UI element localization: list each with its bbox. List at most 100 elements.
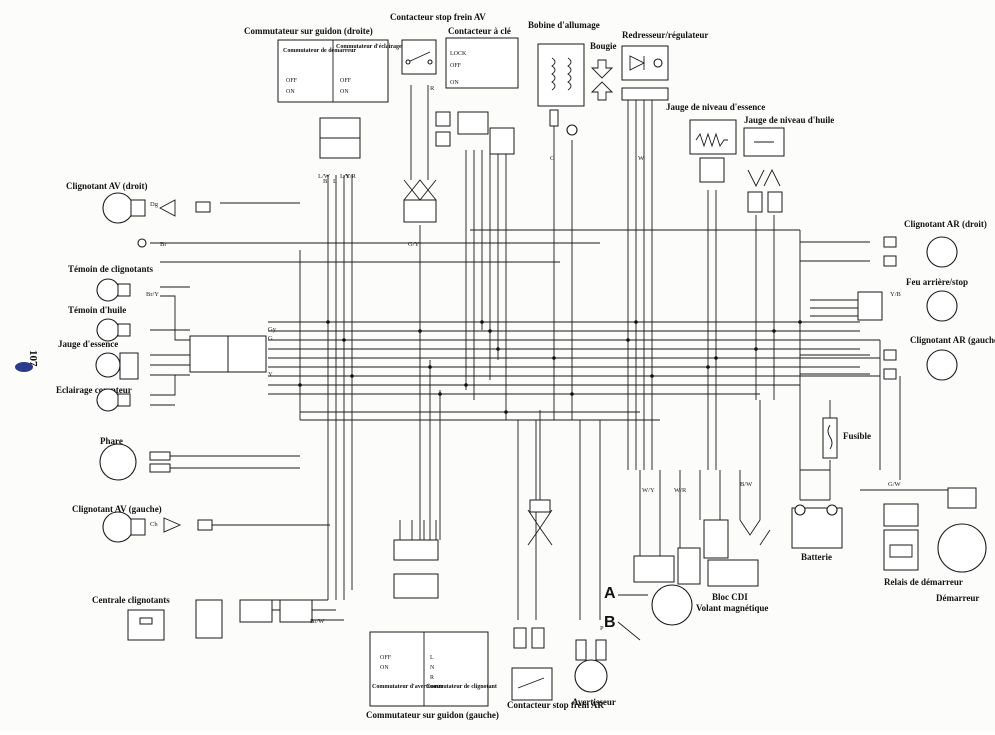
handlebar-switch-left-label: Commutateur sur guidon (gauche) xyxy=(366,710,499,720)
headlight-label: Phare xyxy=(100,436,123,446)
starter-relay: Relais de démarreur xyxy=(883,503,963,587)
svg-text:O: O xyxy=(550,155,555,162)
svg-text:L/Y: L/Y xyxy=(340,173,351,180)
cdi-unit: Bloc CDI xyxy=(703,519,771,602)
svg-text:Br/W: Br/W xyxy=(310,618,325,625)
horn-off: OFF xyxy=(380,655,392,661)
ignition-on: ON xyxy=(450,80,459,86)
marker-b-label: B xyxy=(604,614,616,631)
marker-a-label: A xyxy=(604,585,616,602)
fuel-gauge: Jauge d'essence xyxy=(58,339,139,380)
svg-text:B: B xyxy=(323,178,328,185)
turn-front-left: Clignotant AV (gauche) xyxy=(72,504,213,543)
left-connector-block xyxy=(189,335,267,373)
turn-rear-right: Clignotant AR (droit) xyxy=(883,219,987,268)
lighting-on: ON xyxy=(340,89,349,95)
fuel-gauge-sender: Jauge de niveau d'essence xyxy=(666,102,765,183)
marker-b: B xyxy=(604,614,641,641)
oil-indicator-lamp: Témoin d'huile xyxy=(68,305,131,342)
turn-front-left-label: Clignotant AV (gauche) xyxy=(72,504,162,514)
ignition-switch: Contacteur à clé LOCK OFF ON xyxy=(435,26,519,155)
ignition-switch-label: Contacteur à clé xyxy=(448,26,511,36)
svg-text:G/W: G/W xyxy=(888,481,902,488)
svg-text:L/W: L/W xyxy=(318,173,331,180)
svg-text:Y: Y xyxy=(268,371,273,378)
lighting-switch-label: Commutateur d'éclairage xyxy=(336,44,402,50)
starter-relay-label: Relais de démarreur xyxy=(884,577,963,587)
flasher-relay-label: Centrale clignotants xyxy=(92,595,170,605)
svg-text:L: L xyxy=(333,178,337,185)
spark-plug-label: Bougie xyxy=(590,41,617,51)
svg-text:Gy: Gy xyxy=(268,326,277,333)
horn: Avertisseur xyxy=(572,639,616,707)
turn-front-right-label: Clignotant AV (droit) xyxy=(66,181,148,191)
svg-text:Y/B: Y/B xyxy=(890,291,902,298)
svg-text:Ch: Ch xyxy=(150,521,158,528)
turn-indicator-lamp: Témoin de clignotants xyxy=(68,264,154,302)
turn-l: L xyxy=(430,655,434,661)
wire-harness xyxy=(150,85,960,621)
cdi-label: Bloc CDI xyxy=(712,592,748,602)
tail-stop-label: Feu arrière/stop xyxy=(906,277,968,287)
turn-rear-right-label: Clignotant AR (droit) xyxy=(904,219,987,229)
battery-label: Batterie xyxy=(801,552,832,562)
starter-off: OFF xyxy=(286,78,298,84)
handlebar-switch-right: Commutateur sur guidon (droite) Commutat… xyxy=(244,26,402,159)
magneto-label: Volant magnétique xyxy=(696,603,768,613)
turn-r: R xyxy=(430,675,434,681)
ignition-coil: Bobine d'allumage xyxy=(528,20,600,136)
handlebar-switch-left: OFF ON L N R Commutateur d'avertisseur C… xyxy=(366,539,499,720)
ignition-coil-label: Bobine d'allumage xyxy=(528,20,600,30)
oil-gauge-sender: Jauge de niveau d'huile xyxy=(743,115,834,213)
starter-on: ON xyxy=(286,89,295,95)
wire-color-codes: B L L/W Y/R R Br G Gy Dg Ch Y P O W Br/Y… xyxy=(146,85,902,632)
oil-gauge-sender-label: Jauge de niveau d'huile xyxy=(744,115,834,125)
marker-a: A xyxy=(604,585,648,602)
magneto: Volant magnétique xyxy=(633,547,768,626)
rectifier-label: Redresseur/régulateur xyxy=(622,30,708,40)
lighting-off: OFF xyxy=(340,78,352,84)
fuel-gauge-label: Jauge d'essence xyxy=(58,339,118,349)
turn-indicator-label: Témoin de clignotants xyxy=(68,264,154,274)
meter-light: Eclairage compteur xyxy=(56,385,132,412)
ignition-off: OFF xyxy=(450,63,462,69)
front-brake-switch-label: Contacteur stop frein AV xyxy=(390,12,486,22)
turn-switch-label: Commutateur de clignotant xyxy=(426,684,497,690)
horn-switch-label: Commutateur d'avertisseur xyxy=(372,684,443,690)
starter-motor: Démarreur xyxy=(936,487,987,603)
svg-text:G/Y: G/Y xyxy=(408,241,420,248)
ignition-lock: LOCK xyxy=(450,51,467,57)
svg-text:R: R xyxy=(430,85,435,92)
turn-rear-left-label: Clignotant AR (gauche) xyxy=(910,335,995,345)
rectifier-regulator: Redresseur/régulateur xyxy=(621,30,708,101)
meter-light-label: Eclairage compteur xyxy=(56,385,132,395)
svg-text:Dg: Dg xyxy=(150,201,159,208)
turn-rear-left: Clignotant AR (gauche) xyxy=(883,335,995,381)
horn-label: Avertisseur xyxy=(572,697,616,707)
oil-indicator-label: Témoin d'huile xyxy=(68,305,126,315)
tail-stop-lamp: Feu arrière/stop xyxy=(857,277,968,322)
spark-plug: Bougie xyxy=(590,41,617,101)
fuel-gauge-sender-label: Jauge de niveau d'essence xyxy=(666,102,765,112)
svg-text:W: W xyxy=(638,155,645,162)
junction-dots xyxy=(298,320,802,414)
page-tab: 107 xyxy=(15,350,39,372)
headlight: Phare xyxy=(99,436,171,481)
svg-text:W/Y: W/Y xyxy=(642,487,655,494)
svg-text:Br: Br xyxy=(160,241,167,248)
starter-motor-label: Démarreur xyxy=(936,593,979,603)
battery: Batterie xyxy=(791,504,843,562)
rear-brake-switch: Contacteur stop frein AR xyxy=(507,627,604,710)
svg-text:Y/R: Y/R xyxy=(345,173,357,180)
svg-text:P: P xyxy=(600,625,604,632)
fuse-label: Fusible xyxy=(843,431,871,441)
rear-brake-connector xyxy=(527,499,553,546)
horn-on: ON xyxy=(380,665,389,671)
front-brake-switch: Contacteur stop frein AV xyxy=(390,12,486,223)
svg-text:B/W: B/W xyxy=(740,481,753,488)
svg-text:Br/Y: Br/Y xyxy=(146,291,159,298)
flasher-relay: Centrale clignotants xyxy=(92,595,313,641)
svg-text:G: G xyxy=(268,335,273,342)
